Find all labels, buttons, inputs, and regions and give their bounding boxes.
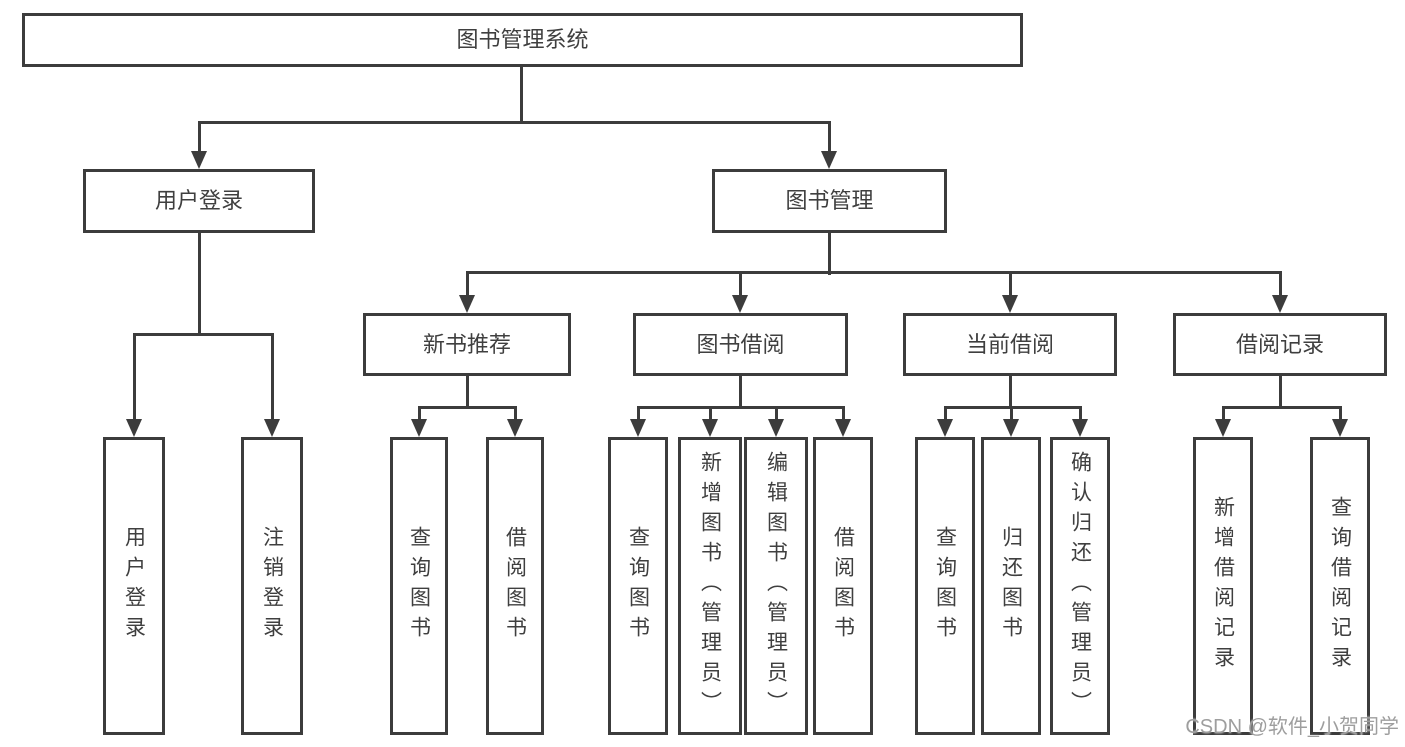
connector-line (1339, 406, 1342, 421)
node-library-management-system: 图书管理系统 (22, 13, 1023, 67)
node-current-borrowing: 当前借阅 (903, 313, 1117, 376)
connector-line (1079, 406, 1082, 421)
leaf-logout: 注销登录 (241, 437, 303, 735)
node-book-management: 图书管理 (712, 169, 947, 233)
connector-line (637, 406, 640, 421)
connector-line (1279, 271, 1282, 297)
connector-line (514, 406, 517, 421)
node-new-book-recommend: 新书推荐 (363, 313, 571, 376)
connector-line (133, 333, 273, 336)
connector-line (709, 406, 712, 421)
connector-line (198, 233, 201, 336)
arrow-down-icon (1072, 419, 1088, 437)
connector-line (739, 376, 742, 409)
leaf-return-books: 归还图书 (981, 437, 1041, 735)
arrow-down-icon (507, 419, 523, 437)
connector-line (1222, 406, 1341, 409)
connector-line (198, 121, 201, 153)
connector-line (466, 271, 469, 297)
arrow-down-icon (821, 151, 837, 169)
arrow-down-icon (732, 295, 748, 313)
connector-line (1009, 271, 1012, 297)
arrow-down-icon (1215, 419, 1231, 437)
connector-line (418, 406, 516, 409)
leaf-query-books-1: 查询图书 (390, 437, 448, 735)
connector-line (271, 333, 274, 421)
leaf-query-books-3: 查询图书 (915, 437, 975, 735)
arrow-down-icon (768, 419, 784, 437)
arrow-down-icon (126, 419, 142, 437)
arrow-down-icon (1332, 419, 1348, 437)
arrow-down-icon (1272, 295, 1288, 313)
node-borrowing-records: 借阅记录 (1173, 313, 1387, 376)
connector-line (520, 67, 523, 122)
arrow-down-icon (411, 419, 427, 437)
arrow-down-icon (1002, 295, 1018, 313)
leaf-edit-books-admin: 编辑图书（管理员） (744, 437, 808, 735)
connector-line (944, 406, 947, 421)
arrow-down-icon (630, 419, 646, 437)
node-user-login: 用户登录 (83, 169, 315, 233)
connector-line (133, 333, 136, 421)
arrow-down-icon (459, 295, 475, 313)
connector-line (1222, 406, 1225, 421)
leaf-query-books-2: 查询图书 (608, 437, 668, 735)
connector-line (1009, 376, 1012, 409)
connector-line (828, 121, 831, 153)
node-book-borrowing: 图书借阅 (633, 313, 848, 376)
connector-line (466, 271, 1281, 274)
leaf-add-books-admin: 新增图书（管理员） (678, 437, 742, 735)
connector-line (775, 406, 778, 421)
connector-line (418, 406, 421, 421)
connector-line (739, 271, 742, 297)
arrow-down-icon (264, 419, 280, 437)
arrow-down-icon (835, 419, 851, 437)
leaf-confirm-return-admin: 确认归还（管理员） (1050, 437, 1110, 735)
connector-line (842, 406, 845, 421)
leaf-add-borrow-record: 新增借阅记录 (1193, 437, 1253, 735)
connector-line (466, 376, 469, 409)
leaf-user-login: 用户登录 (103, 437, 165, 735)
connector-line (1279, 376, 1282, 409)
connector-line (1010, 406, 1013, 421)
leaf-query-borrow-record: 查询借阅记录 (1310, 437, 1370, 735)
arrow-down-icon (1003, 419, 1019, 437)
arrow-down-icon (191, 151, 207, 169)
connector-line (828, 233, 831, 275)
connector-line (637, 406, 844, 409)
arrow-down-icon (702, 419, 718, 437)
leaf-borrow-books-2: 借阅图书 (813, 437, 873, 735)
arrow-down-icon (937, 419, 953, 437)
leaf-borrow-books-1: 借阅图书 (486, 437, 544, 735)
connector-line (198, 121, 830, 124)
